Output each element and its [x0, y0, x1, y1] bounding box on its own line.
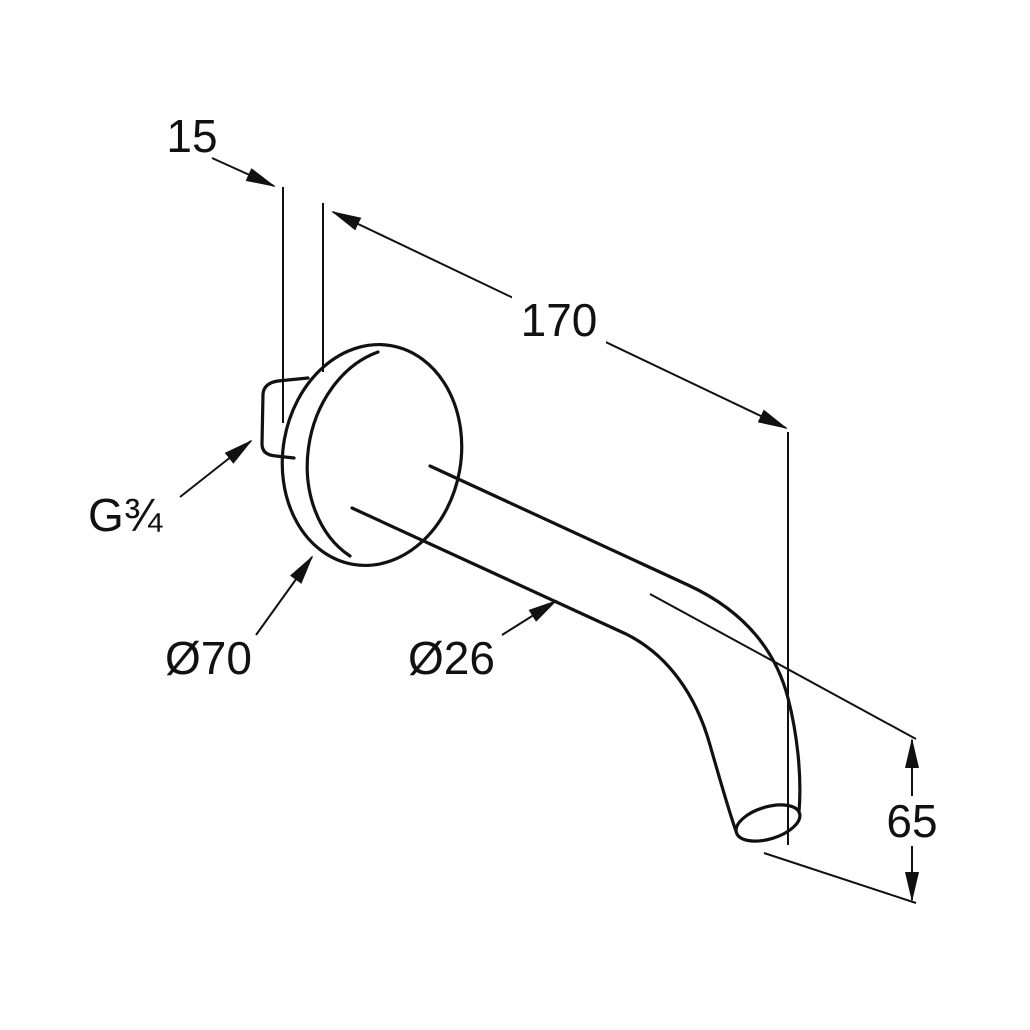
flange-rim-arc	[305, 350, 380, 558]
flange-ellipse	[280, 342, 464, 568]
drop-label: 65	[886, 795, 937, 847]
outlet-ellipse	[734, 803, 802, 843]
wall-offset-leader-line	[211, 157, 276, 187]
thread-leader-line	[179, 439, 253, 498]
length-label-mask	[512, 296, 606, 344]
flange-diameter-leader-line	[255, 555, 314, 636]
tube-top-edge	[428, 464, 802, 814]
dimension-labels: 15 170 65 G¾ Ø70 Ø26	[88, 110, 938, 847]
thread-label: G¾	[88, 489, 163, 541]
drop-extension-line-top	[649, 593, 917, 740]
pipe-diameter-label: Ø26	[408, 632, 495, 684]
flange-diameter-label: Ø70	[165, 632, 252, 684]
drop-extension-line-bottom	[763, 852, 917, 904]
dimension-lines	[179, 157, 919, 904]
tube-bottom-edge	[350, 506, 738, 833]
spout-outline	[260, 342, 802, 843]
wall-offset-label: 15	[166, 110, 217, 162]
wall-nipple-outline	[260, 376, 310, 460]
drop-label-mask	[884, 796, 941, 846]
length-label: 170	[521, 294, 598, 346]
pipe-diameter-leader-line	[501, 599, 558, 636]
